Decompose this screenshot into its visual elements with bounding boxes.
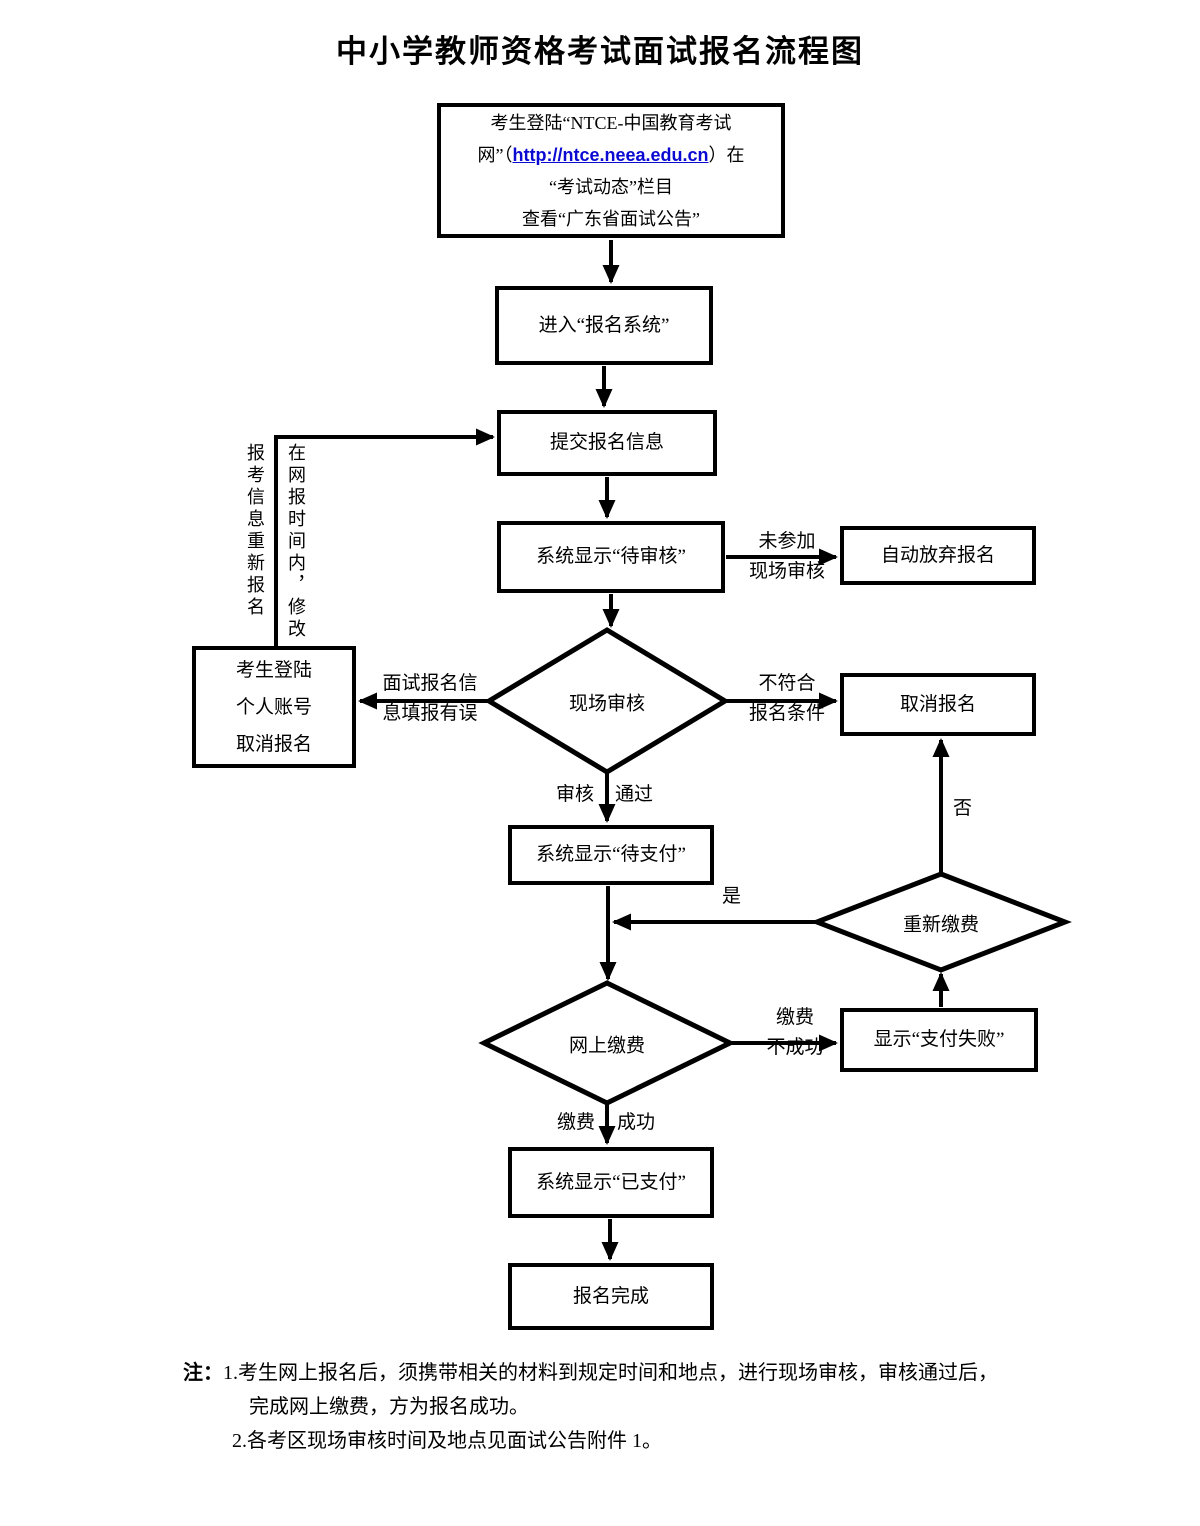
start-line2: 网”（http://ntce.neea.edu.cn）在 bbox=[477, 144, 745, 165]
auto-abandon-box: 自动放弃报名 bbox=[840, 526, 1036, 585]
start-line4: 查看“广东省面试公告” bbox=[522, 208, 700, 229]
start-line3: “考试动态”栏目 bbox=[549, 176, 673, 197]
edge-label-yes: 是 bbox=[722, 886, 742, 907]
start-line1: 考生登陆“NTCE-中国教育考试 bbox=[490, 112, 732, 133]
vertical-label-reregister: 报考信息重新报名 bbox=[245, 443, 265, 619]
edge-label-review-pass-right: 通过 bbox=[615, 784, 654, 805]
done-box: 报名完成 bbox=[508, 1263, 714, 1330]
pending-review-box: 系统显示“待审核” bbox=[497, 521, 725, 593]
repay-label: 重新缴费 bbox=[902, 914, 980, 936]
footnote-line3: 2.各考区现场审核时间及地点见面试公告附件 1。 bbox=[232, 1430, 662, 1452]
onsite-review-label: 现场审核 bbox=[568, 693, 646, 715]
pending-pay-box: 系统显示“待支付” bbox=[508, 825, 714, 885]
edge-label-no: 否 bbox=[953, 798, 973, 819]
online-pay-label: 网上缴费 bbox=[568, 1035, 646, 1057]
repay-diamond bbox=[810, 871, 1072, 973]
enter-system-box: 进入“报名系统” bbox=[495, 286, 713, 365]
pay-failed-box: 显示“支付失败” bbox=[840, 1008, 1038, 1072]
page-title: 中小学教师资格考试面试报名流程图 bbox=[336, 34, 864, 69]
footnotes: 注：1.考生网上报名后，须携带相关的材料到规定时间和地点，进行现场审核，审核通过… bbox=[183, 1356, 1083, 1458]
footnote-line1: 注：1.考生网上报名后，须携带相关的材料到规定时间和地点，进行现场审核，审核通过… bbox=[183, 1362, 998, 1384]
cancel-via-account-box: 考生登陆 个人账号 取消报名 bbox=[192, 646, 356, 768]
edge-label-pay-success-left: 缴费 bbox=[557, 1112, 596, 1133]
paid-box: 系统显示“已支付” bbox=[508, 1147, 714, 1218]
cancel-registration-box: 取消报名 bbox=[840, 673, 1036, 736]
ntce-link[interactable]: http://ntce.neea.edu.cn bbox=[512, 144, 709, 165]
edge-label-pay-fail: 缴费 不成功 bbox=[766, 1007, 824, 1058]
vertical-label-modify: 在网报时间内，修改 bbox=[286, 443, 306, 641]
edge-label-not-qualified: 不符合 报名条件 bbox=[748, 673, 825, 724]
edge-label-pay-success-right: 成功 bbox=[617, 1112, 656, 1133]
start-box: 考生登陆“NTCE-中国教育考试 网”（http://ntce.neea.edu… bbox=[437, 103, 785, 238]
onsite-review-diamond bbox=[484, 627, 730, 775]
edge-label-review-pass-left: 审核 bbox=[556, 784, 595, 805]
edge-label-no-attend: 未参加 现场审核 bbox=[748, 531, 825, 582]
online-pay-diamond bbox=[478, 980, 736, 1106]
edge-label-info-error: 面试报名信 息填报有误 bbox=[382, 673, 478, 724]
submit-info-box: 提交报名信息 bbox=[497, 410, 717, 476]
footnote-line2: 完成网上缴费，方为报名成功。 bbox=[249, 1396, 529, 1418]
